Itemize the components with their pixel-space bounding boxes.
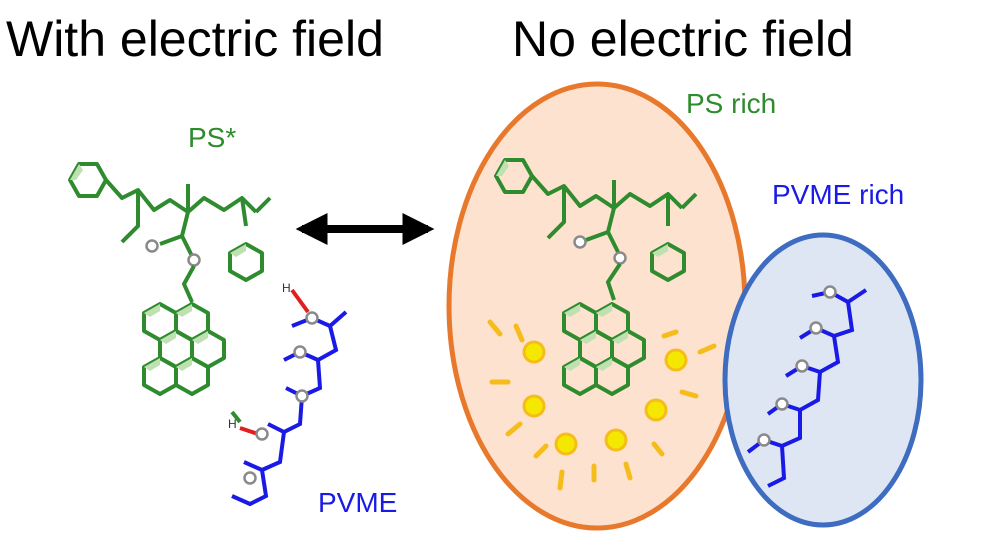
pvme-rich-label: PVME rich (772, 179, 904, 210)
heading-with-electric-field: With electric field (6, 11, 384, 67)
heading-no-electric-field: No electric field (512, 11, 854, 67)
pvme-chain (231, 310, 348, 507)
ps-rich-domain (446, 81, 748, 531)
pvme-chain-aggregated (746, 285, 868, 488)
pvme-label: PVME (318, 487, 397, 518)
ps-star-molecule (68, 162, 272, 394)
ps-rich-label: PS rich (686, 88, 776, 119)
pvme-rich-domain (722, 232, 924, 528)
hydrogen-atom-label-2: H (228, 417, 237, 431)
ps-star-label: PS* (188, 122, 236, 153)
fluorescence-glow-icon (487, 319, 717, 491)
ps-star-molecule-aggregated (494, 158, 698, 394)
hydrogen-bonds: H H (228, 281, 310, 436)
hydrogen-atom-label: H (282, 281, 291, 295)
